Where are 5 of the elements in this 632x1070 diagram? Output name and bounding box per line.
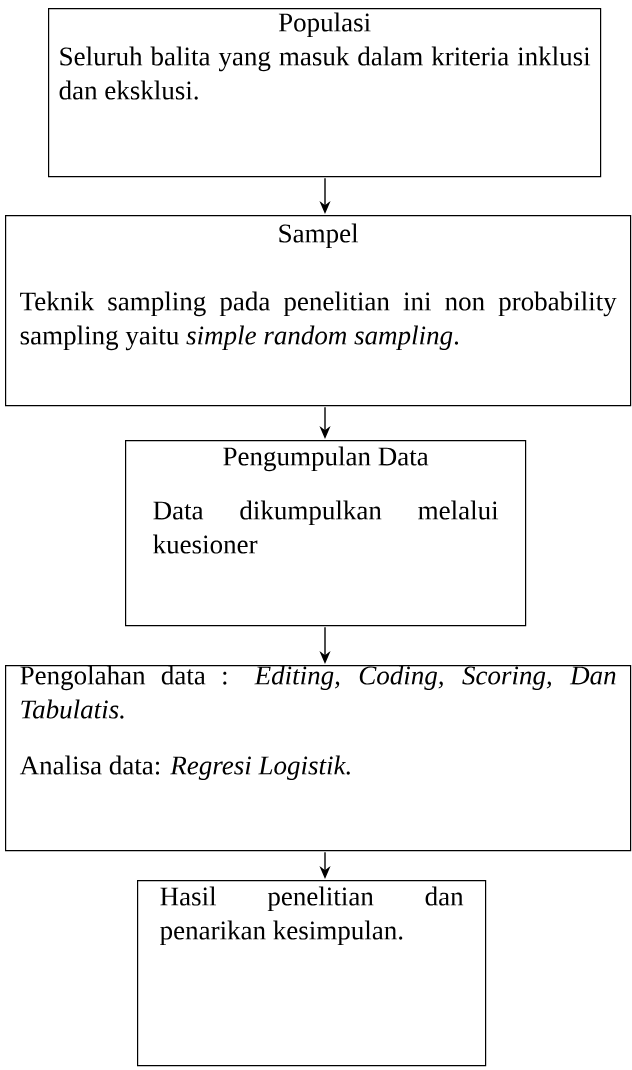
process-box: Sampel Teknik sampling pada penelitian ini non probability sampling yaitu simple random sampling. — [5, 215, 632, 407]
process-box: Hasil penelitian dan penarikan kesimpulan. — [137, 880, 487, 1067]
process-box: Populasi Seluruh balita yang masuk dalam kriteria inklusi dan eksklusi. — [48, 8, 602, 178]
process-box: Pengolahan data : Editing, Coding, Scoring, Dan Tabulatis. Analisa data: Regresi Logistik. — [5, 665, 632, 852]
process-box: Pengumpulan Data Data dikumpulkan melalui kuesioner — [125, 440, 527, 627]
